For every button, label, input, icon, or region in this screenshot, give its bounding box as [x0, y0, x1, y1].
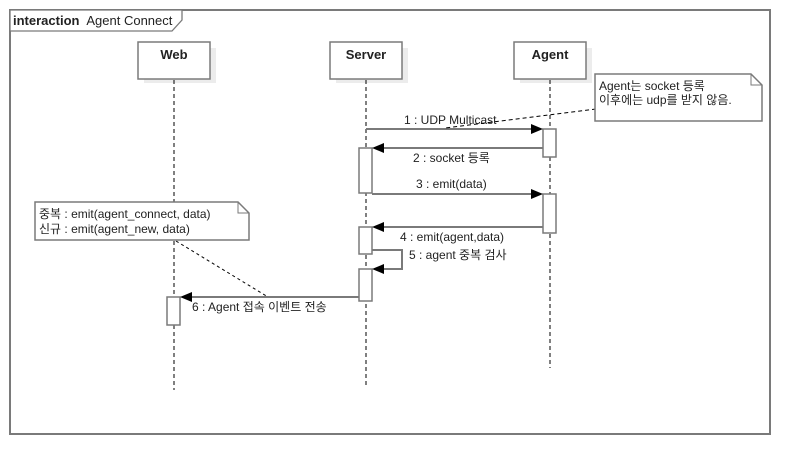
- arrowhead-icon: [531, 124, 543, 134]
- lifeline-label-web: Web: [160, 47, 187, 62]
- lifeline-agent[interactable]: Agent: [513, 41, 592, 368]
- note-line-2: 이후에는 udp를 받지 않음.: [599, 93, 732, 107]
- activation-agent-2[interactable]: [542, 193, 557, 234]
- message-5[interactable]: 5 : agent 중복 검사: [372, 248, 507, 274]
- note-line-1: 중복 : emit(agent_connect, data): [39, 207, 211, 221]
- activation-server-3[interactable]: [358, 268, 373, 302]
- note-agent[interactable]: Agent는 socket 등록 이후에는 udp를 받지 않음.: [444, 73, 763, 129]
- frame-keyword: interaction: [13, 13, 80, 28]
- message-3[interactable]: 3 : emit(data): [372, 177, 543, 199]
- frame-title: interaction Agent Connect: [13, 13, 173, 28]
- arrowhead-icon: [531, 189, 543, 199]
- arrowhead-icon: [372, 264, 384, 274]
- message-1[interactable]: 1 : UDP Multicast: [366, 113, 543, 134]
- note-fold-icon: [750, 74, 762, 86]
- note-line-1: Agent는 socket 등록: [599, 79, 705, 93]
- message-label-6: 6 : Agent 접속 이벤트 전송: [192, 300, 327, 314]
- lifeline-server[interactable]: Server: [329, 41, 408, 385]
- message-label-1: 1 : UDP Multicast: [404, 113, 497, 127]
- lifeline-head-agent[interactable]: [513, 41, 587, 80]
- message-label-2: 2 : socket 등록: [413, 151, 490, 165]
- lifeline-head-server[interactable]: [329, 41, 403, 80]
- note-anchor-line: [444, 108, 597, 129]
- message-label-5: 5 : agent 중복 검사: [409, 248, 507, 262]
- lifeline-head-web[interactable]: [137, 41, 211, 80]
- note-box[interactable]: [34, 201, 250, 241]
- frame-name: Agent Connect: [86, 13, 172, 28]
- message-2[interactable]: 2 : socket 등록: [372, 143, 543, 165]
- message-6[interactable]: 6 : Agent 접속 이벤트 전송: [180, 292, 359, 314]
- arrowhead-icon: [372, 222, 384, 232]
- message-label-3: 3 : emit(data): [416, 177, 487, 191]
- note-line-2: 신규 : emit(agent_new, data): [39, 222, 190, 236]
- activation-web-1[interactable]: [166, 296, 181, 326]
- lifeline-label-server: Server: [346, 47, 386, 62]
- lifeline-label-agent: Agent: [532, 47, 570, 62]
- note-fold-icon: [237, 202, 249, 214]
- message-label-4: 4 : emit(agent,data): [400, 230, 504, 244]
- message-4[interactable]: 4 : emit(agent,data): [372, 222, 543, 244]
- interaction-frame: [9, 9, 771, 435]
- activation-server-2[interactable]: [358, 226, 373, 255]
- frame-title-tab: [9, 9, 183, 32]
- note-anchor-line: [175, 240, 269, 298]
- arrowhead-icon: [180, 292, 192, 302]
- note-web[interactable]: 중복 : emit(agent_connect, data) 신규 : emit…: [34, 201, 269, 298]
- activation-server-1[interactable]: [358, 147, 373, 194]
- activation-agent-1[interactable]: [542, 128, 557, 158]
- note-box[interactable]: [594, 73, 763, 122]
- arrowhead-icon: [372, 143, 384, 153]
